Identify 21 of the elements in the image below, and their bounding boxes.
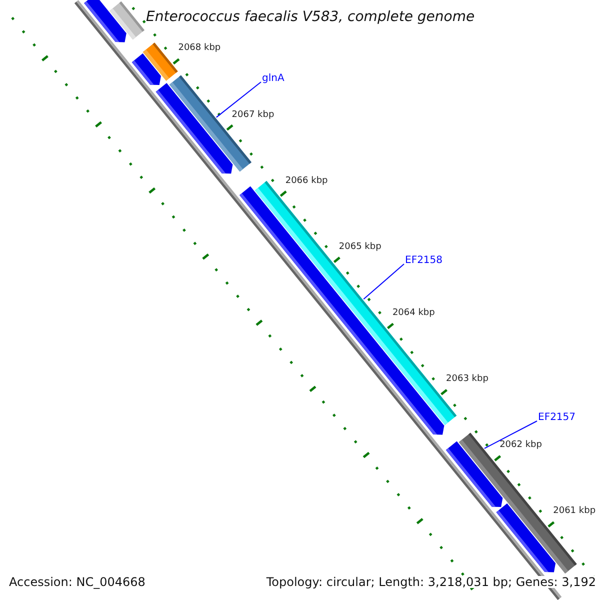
tick-label: 2067 kbp: [232, 110, 274, 120]
leader-line: [216, 82, 262, 118]
leader-line: [363, 264, 404, 300]
leader-line: [484, 420, 538, 449]
accession-text: Accession: NC_004668: [9, 576, 146, 588]
genome-info-text: Topology: circular; Length: 3,218,031 bp; Genes: 3,192: [266, 576, 596, 588]
gene-bar: [84, 0, 126, 42]
gene-label: EF2157: [538, 413, 576, 423]
tick-label: 2065 kbp: [338, 242, 382, 252]
tick-label: 2064 kbp: [392, 308, 435, 318]
tick-label: 2066 kbp: [285, 176, 328, 186]
tick-label: 2061 kbp: [553, 507, 596, 516]
gene-label: glnA: [262, 74, 284, 84]
gene-label: EF2158: [405, 256, 443, 266]
tick-label: 2063 kbp: [446, 375, 488, 384]
tick-label: 2062 kbp: [500, 441, 542, 450]
gene-bar: [132, 53, 161, 86]
gene-bar: [239, 186, 444, 435]
tick-label: 2068 kbp: [178, 44, 221, 54]
gene-bar: [156, 82, 233, 174]
title: Enterococcus faecalis V583, complete genome: [146, 10, 475, 24]
